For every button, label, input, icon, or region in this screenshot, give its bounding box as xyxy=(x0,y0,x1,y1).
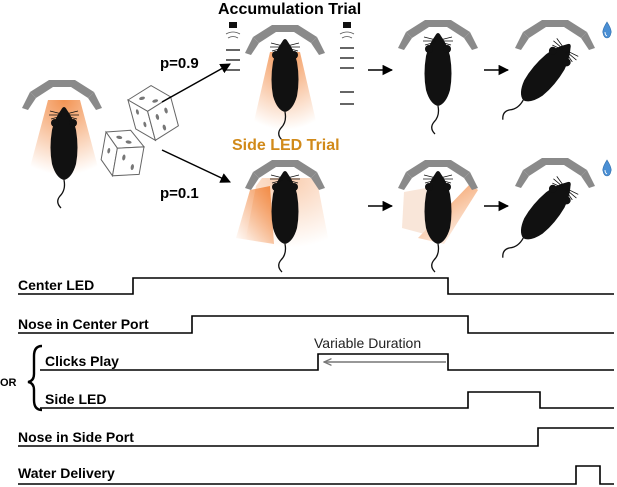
start-scene xyxy=(22,80,102,209)
accumulation-scene-3 xyxy=(493,20,612,132)
probability-side-led: p=0.1 xyxy=(160,185,199,202)
timing-diagram xyxy=(18,277,614,485)
side-led-scene-1 xyxy=(236,160,330,273)
or-label: OR xyxy=(0,377,17,389)
speaker-icon xyxy=(225,22,241,39)
branch-arrow-side-led xyxy=(161,149,231,183)
signal-label-nose-side: Nose in Side Port xyxy=(18,429,134,445)
signal-label-clicks-play: Clicks Play xyxy=(45,353,119,369)
probability-accumulation: p=0.9 xyxy=(160,55,199,72)
trace-water-delivery xyxy=(18,465,614,485)
branch-arrow-accumulation xyxy=(161,63,231,103)
trace-clicks-play xyxy=(40,353,614,371)
trace-side-led xyxy=(40,391,614,409)
dice-icon xyxy=(100,84,179,178)
signal-label-water-delivery: Water Delivery xyxy=(18,465,115,481)
water-drop-icon xyxy=(602,159,612,177)
water-drop-icon xyxy=(602,21,612,39)
signal-label-center-led: Center LED xyxy=(18,277,94,293)
trace-nose-side xyxy=(18,427,614,447)
accumulation-scene-2 xyxy=(398,20,478,135)
trace-center-led xyxy=(18,277,614,295)
accumulation-scene-1 xyxy=(225,22,355,141)
signal-label-side-led: Side LED xyxy=(45,391,106,407)
side-led-scene-3 xyxy=(493,158,612,270)
side-led-trial-title: Side LED Trial xyxy=(232,137,340,154)
accumulation-trial-title: Accumulation Trial xyxy=(218,1,361,18)
click-train-left xyxy=(226,49,240,71)
trace-nose-center xyxy=(18,315,614,334)
speaker-icon xyxy=(339,22,355,39)
click-train-right xyxy=(340,47,354,105)
or-brace xyxy=(27,344,43,412)
variable-duration-label: Variable Duration xyxy=(314,335,421,351)
side-led-scene-2 xyxy=(398,160,478,273)
signal-label-nose-center: Nose in Center Port xyxy=(18,316,149,332)
